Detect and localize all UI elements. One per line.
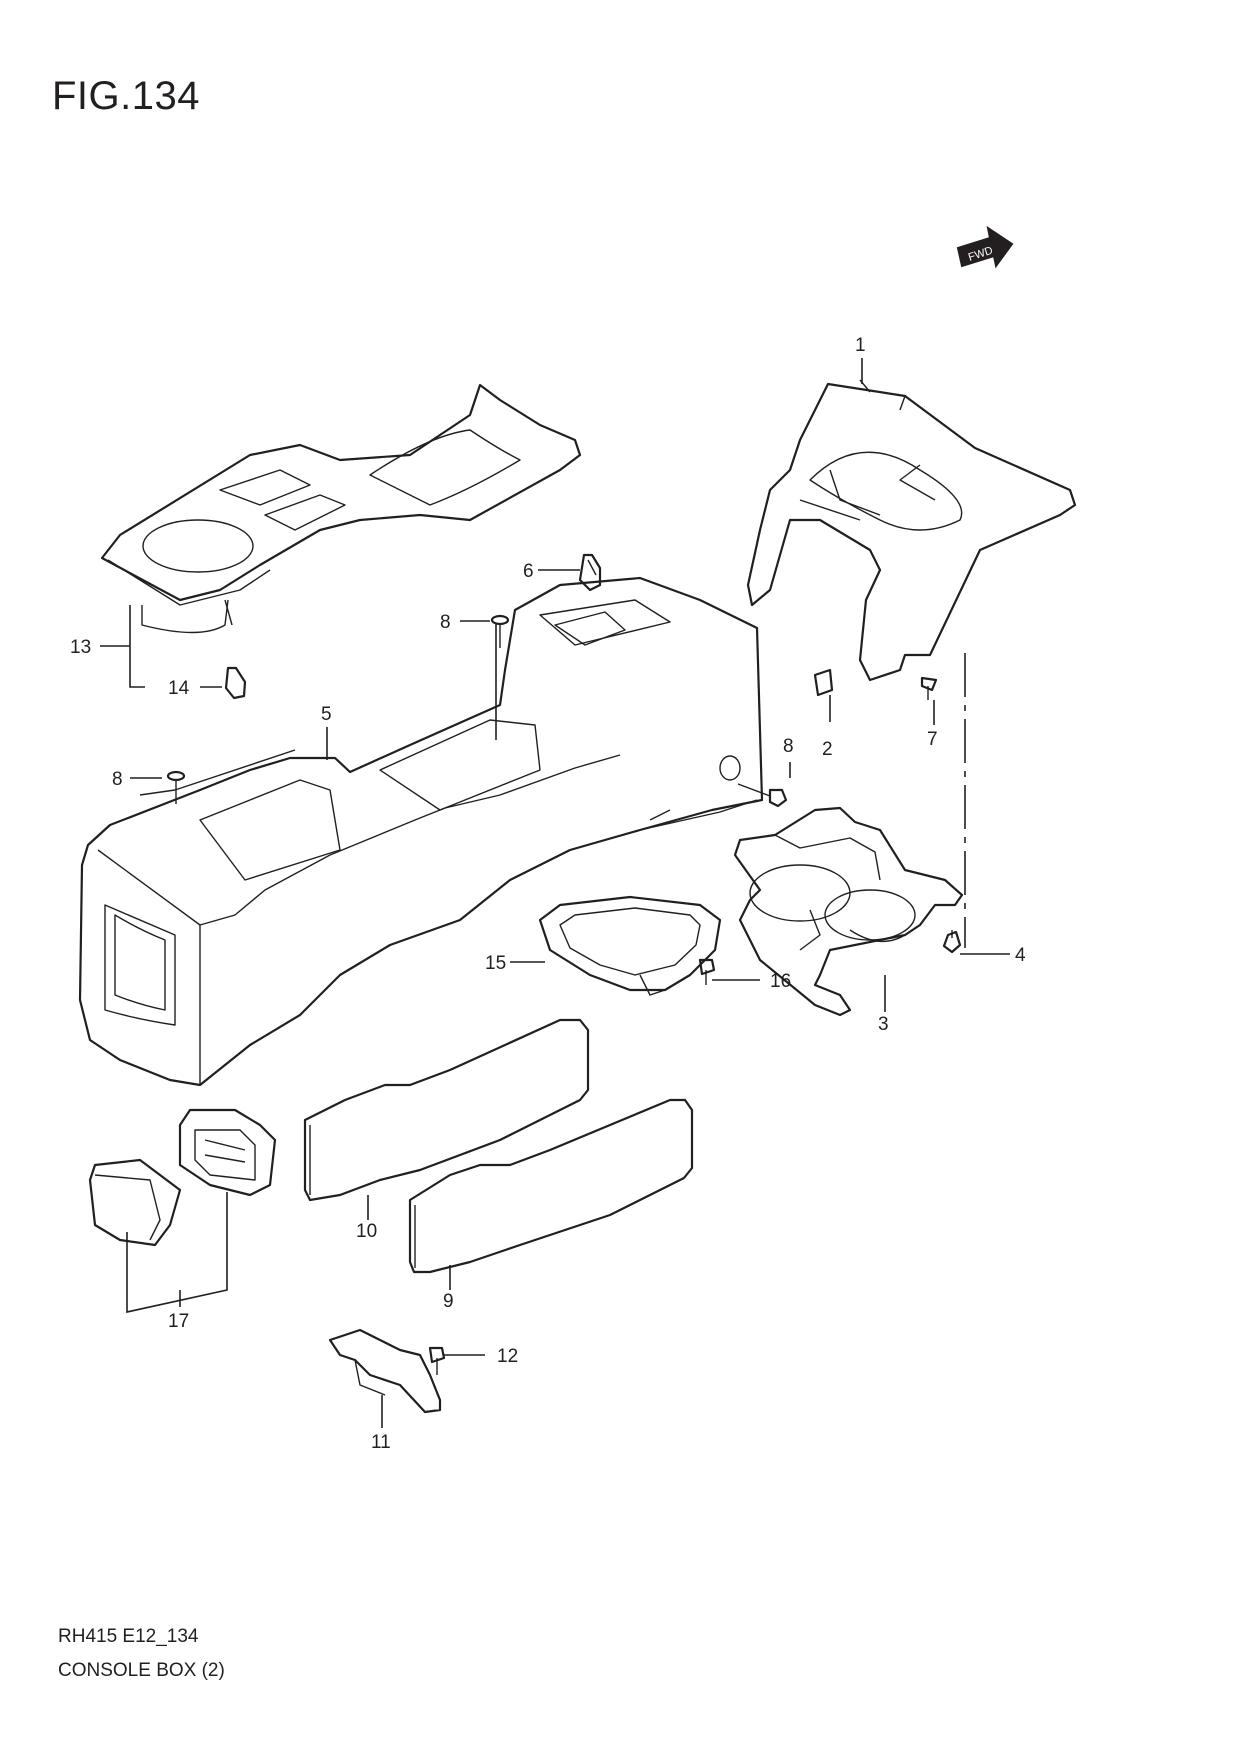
callout-12: 12	[497, 1346, 518, 1367]
callout-8-left: 8	[112, 769, 123, 790]
fwd-arrow-icon: FWD	[956, 225, 1014, 269]
part-6-clip	[578, 553, 602, 592]
footer-model-code: RH415 E12_134	[58, 1626, 199, 1647]
callout-17: 17	[168, 1311, 189, 1332]
part-15-ring	[538, 895, 722, 996]
part-10-pad	[303, 1018, 590, 1202]
footer-diagram-name: CONSOLE BOX (2)	[58, 1660, 225, 1681]
part-14-clip	[224, 666, 247, 700]
part-8-screw-upper	[490, 614, 510, 648]
part-12-screw	[428, 1346, 446, 1375]
callout-1: 1	[855, 335, 866, 356]
callout-8-upper: 8	[440, 612, 451, 633]
part-3-cup-holder	[733, 806, 964, 1017]
callout-16: 16	[770, 971, 791, 992]
callout-3: 3	[878, 1014, 889, 1035]
part-9-pad	[408, 1098, 694, 1274]
callout-15: 15	[485, 953, 506, 974]
callout-9: 9	[443, 1291, 454, 1312]
figure-title: FIG.134	[52, 74, 201, 118]
callout-11: 11	[371, 1432, 391, 1453]
callout-4: 4	[1015, 945, 1026, 966]
callout-6: 6	[523, 561, 534, 582]
part-1-rear-panel	[746, 379, 1077, 682]
part-8-screw-right	[737, 783, 788, 808]
part-17-vent-assembly	[88, 1108, 277, 1247]
callout-10: 10	[356, 1221, 377, 1242]
part-7-screw	[920, 676, 938, 700]
leader-lines	[100, 358, 1010, 1428]
part-11-bracket	[328, 1328, 442, 1414]
part-4-clip	[942, 930, 962, 954]
callout-14: 14	[168, 678, 190, 699]
part-13-upper-tray	[100, 383, 582, 634]
callout-13: 13	[70, 637, 91, 658]
callout-2: 2	[822, 739, 833, 760]
callout-8-right: 8	[783, 736, 794, 757]
part-5-main-console-body	[78, 576, 764, 1087]
part-8-screw-left	[166, 770, 186, 804]
part-2-nut	[813, 668, 834, 697]
callout-labels: 1 2 3 4 5 6 7 8 8 8 9 10 11 12 13 14 15 …	[70, 335, 1026, 1453]
callout-7: 7	[927, 729, 938, 750]
callout-5: 5	[321, 704, 332, 725]
part-16-screw	[698, 958, 716, 985]
